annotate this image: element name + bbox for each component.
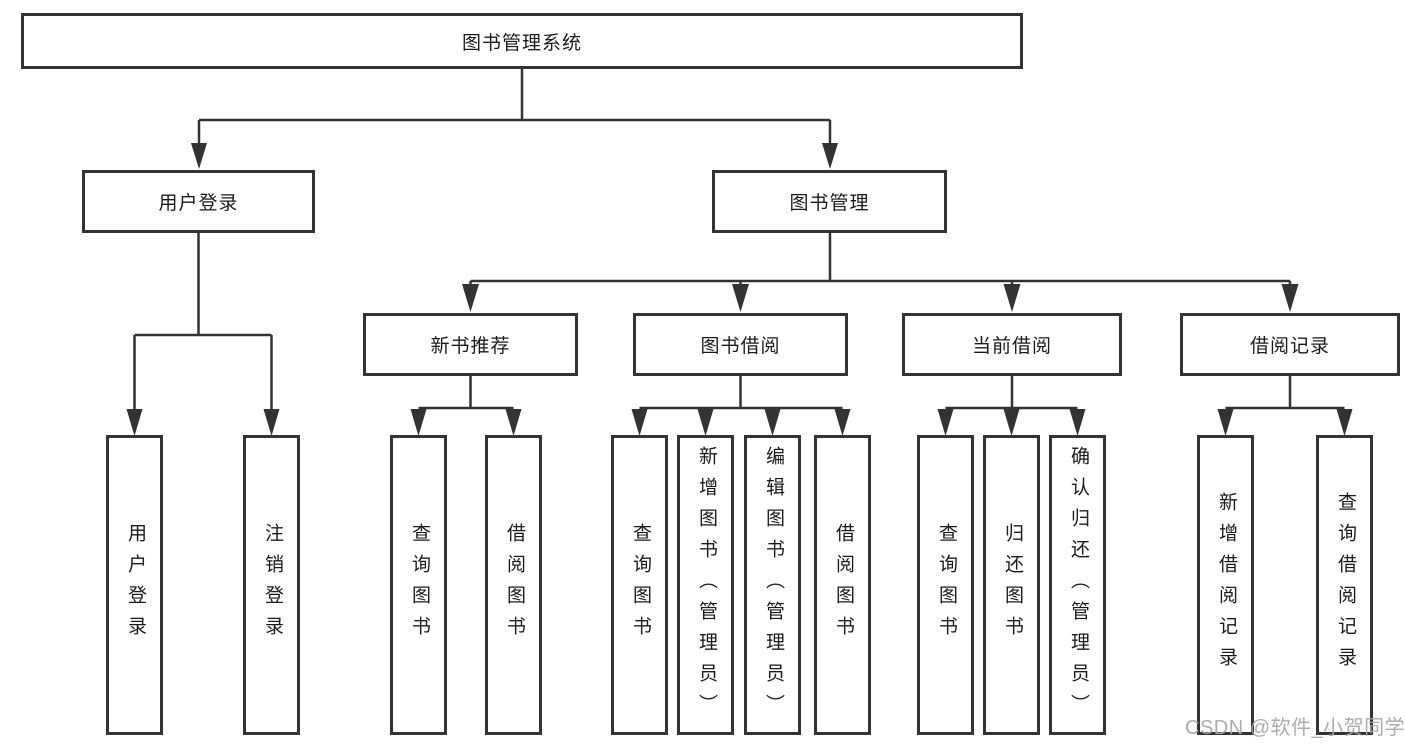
node-records-query-record-label: 查询借阅记录 <box>1334 492 1356 678</box>
node-login-leaf-label: 用户登录 <box>124 523 146 647</box>
node-borrowing-query-books: 查询图书 <box>611 435 668 735</box>
node-root: 图书管理系统 <box>21 13 1023 69</box>
node-current-borrowing-label: 当前借阅 <box>971 336 1052 357</box>
node-new-book-recommend-label: 新书推荐 <box>430 336 511 357</box>
node-new-book-recommend: 新书推荐 <box>363 313 578 376</box>
node-recommend-borrow-books: 借阅图书 <box>485 435 542 735</box>
node-current-confirm-return-label: 确认归还（管理员） <box>1067 445 1089 725</box>
node-current-query-books: 查询图书 <box>917 435 974 735</box>
node-recommend-query-books: 查询图书 <box>390 435 447 735</box>
node-current-query-books-label: 查询图书 <box>935 523 957 647</box>
node-records-query-record: 查询借阅记录 <box>1316 435 1373 735</box>
node-user-login: 用户登录 <box>82 170 315 233</box>
node-current-return-books: 归还图书 <box>983 435 1040 735</box>
node-user-login-label: 用户登录 <box>158 193 239 214</box>
node-borrowing-records: 借阅记录 <box>1180 313 1400 376</box>
node-borrowing-borrow-books: 借阅图书 <box>814 435 871 735</box>
node-root-label: 图书管理系统 <box>461 32 582 54</box>
node-borrowing-add-books: 新增图书（管理员） <box>677 435 734 735</box>
node-records-add-record: 新增借阅记录 <box>1197 435 1254 735</box>
node-borrowing-records-label: 借阅记录 <box>1249 336 1330 357</box>
node-recommend-borrow-books-label: 借阅图书 <box>503 523 525 647</box>
node-borrowing-add-books-label: 新增图书（管理员） <box>695 445 717 725</box>
node-login-leaf: 用户登录 <box>106 435 163 735</box>
node-book-management-label: 图书管理 <box>789 193 870 214</box>
node-book-borrowing-label: 图书借阅 <box>700 336 781 357</box>
node-book-management: 图书管理 <box>712 170 947 233</box>
node-logout-leaf: 注销登录 <box>243 435 300 735</box>
node-book-borrowing: 图书借阅 <box>633 313 848 376</box>
node-borrowing-query-books-label: 查询图书 <box>629 523 651 647</box>
node-current-confirm-return: 确认归还（管理员） <box>1049 435 1106 735</box>
node-borrowing-borrow-books-label: 借阅图书 <box>832 523 854 647</box>
node-current-return-books-label: 归还图书 <box>1001 523 1023 647</box>
node-records-add-record-label: 新增借阅记录 <box>1215 492 1237 678</box>
node-recommend-query-books-label: 查询图书 <box>408 523 430 647</box>
node-borrowing-edit-books: 编辑图书（管理员） <box>744 435 801 735</box>
watermark-text: CSDN @软件_小贺同学 <box>1185 717 1405 739</box>
node-current-borrowing: 当前借阅 <box>902 313 1122 376</box>
node-logout-leaf-label: 注销登录 <box>261 523 283 647</box>
node-borrowing-edit-books-label: 编辑图书（管理员） <box>762 445 784 725</box>
